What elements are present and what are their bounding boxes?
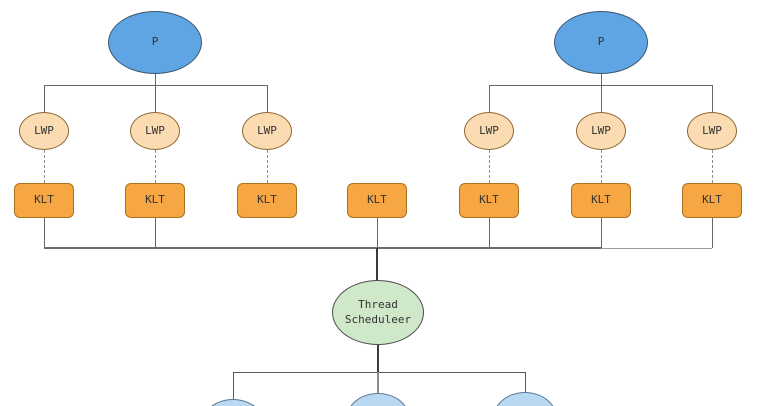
node-lwp-1: LWP (19, 112, 69, 150)
edge-bottom-bus (233, 371, 525, 373)
node-cpu-1 (201, 399, 265, 406)
node-klt-5: KLT (459, 183, 519, 218)
node-klt-4: KLT (347, 183, 407, 218)
edge-p1-stem (154, 73, 156, 112)
node-lwp-3-label: LWP (257, 123, 277, 137)
node-process-1: P (108, 11, 202, 74)
node-klt-7-label: KLT (702, 193, 722, 207)
node-thread-scheduler-label: Thread Scheduleer (344, 298, 412, 326)
edge-p2-lwp6 (711, 85, 713, 112)
edge-bottom-drop-3 (524, 372, 526, 394)
edge-klt1-drop (43, 218, 45, 248)
edge-p2-bus (489, 84, 712, 86)
edge-lwp5-klt6 (600, 150, 602, 183)
edge-p1-lwp1 (43, 85, 45, 112)
node-klt-3: KLT (237, 183, 297, 218)
edge-klt2-drop (154, 218, 156, 248)
edge-bus-scheduler (376, 248, 378, 282)
node-klt-6-label: KLT (591, 193, 611, 207)
node-process-1-label: P (151, 35, 159, 49)
node-cpu-2 (346, 393, 410, 406)
node-thread-scheduler: Thread Scheduleer (332, 280, 424, 345)
node-klt-6: KLT (571, 183, 631, 218)
node-process-2: P (554, 11, 648, 74)
node-cpu-3 (493, 392, 557, 406)
edge-lwp1-klt1 (43, 150, 45, 183)
edge-klt-bus-left (44, 247, 601, 249)
edge-lwp4-klt5 (488, 150, 490, 183)
edge-klt6-drop (600, 218, 602, 248)
edge-bottom-drop-1 (232, 372, 234, 401)
edge-p1-bus (44, 84, 267, 86)
node-lwp-4-label: LWP (479, 123, 499, 137)
node-lwp-2-label: LWP (145, 123, 165, 137)
node-klt-4-label: KLT (367, 193, 387, 207)
node-klt-1: KLT (14, 183, 74, 218)
node-lwp-5-label: LWP (591, 123, 611, 137)
edge-klt5-drop (488, 218, 490, 248)
edge-klt-bus-right (601, 247, 712, 249)
node-klt-2-label: KLT (145, 193, 165, 207)
node-lwp-6-label: LWP (702, 123, 722, 137)
edge-klt7-drop (711, 218, 713, 248)
node-klt-7: KLT (682, 183, 742, 218)
edge-lwp6-klt7 (711, 150, 713, 183)
edge-scheduler-out (377, 344, 379, 372)
node-klt-5-label: KLT (479, 193, 499, 207)
node-klt-1-label: KLT (34, 193, 54, 207)
edge-bottom-drop-2 (377, 372, 379, 395)
edge-lwp2-klt2 (154, 150, 156, 183)
node-lwp-6: LWP (687, 112, 737, 150)
node-process-2-label: P (597, 35, 605, 49)
node-lwp-5: LWP (576, 112, 626, 150)
edge-klt4-drop (376, 218, 378, 248)
node-klt-3-label: KLT (257, 193, 277, 207)
node-lwp-2: LWP (130, 112, 180, 150)
node-lwp-3: LWP (242, 112, 292, 150)
edge-p2-lwp4 (488, 85, 490, 112)
edge-p2-stem (600, 73, 602, 112)
node-lwp-4: LWP (464, 112, 514, 150)
node-lwp-1-label: LWP (34, 123, 54, 137)
edge-lwp3-klt3 (266, 150, 268, 183)
edge-p1-lwp3 (266, 85, 268, 112)
node-klt-2: KLT (125, 183, 185, 218)
